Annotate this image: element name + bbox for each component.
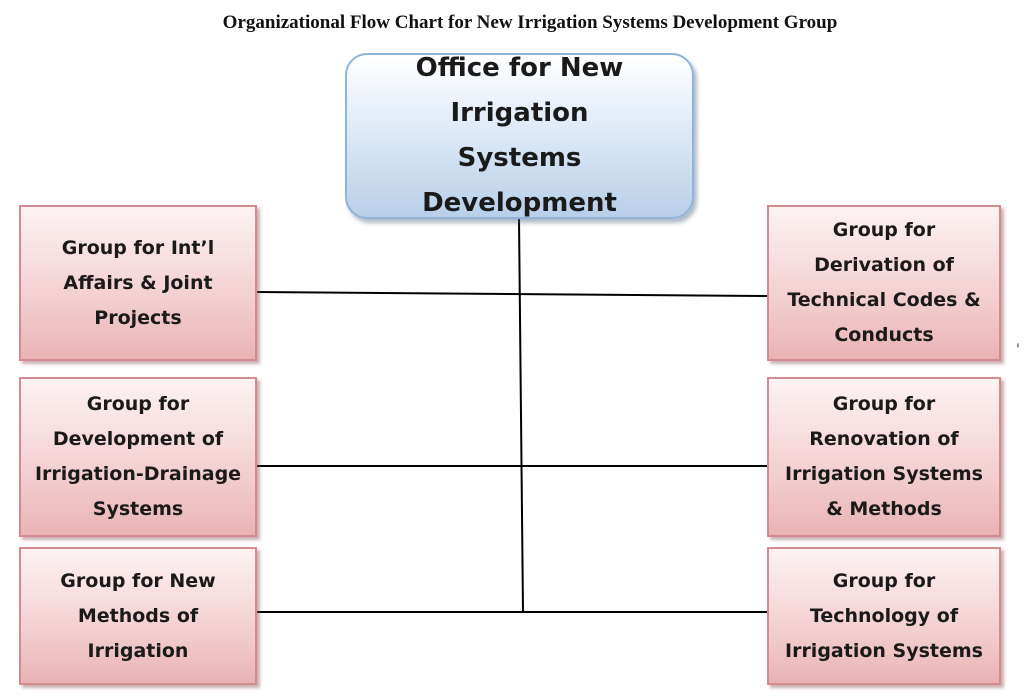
group-node-technical-codes: Group for Derivation of Technical Codes … <box>767 205 1001 361</box>
group-node-label: Group for Renovation of Irrigation Syste… <box>785 393 983 520</box>
root-node-label: Office for New Irrigation Systems Develo… <box>415 53 624 218</box>
stray-mark: ' <box>1016 342 1020 358</box>
group-node-label: Group for New Methods of Irrigation <box>60 569 216 662</box>
group-node-label: Group for Derivation of Technical Codes … <box>787 219 981 346</box>
group-node-intl-affairs: Group for Int’l Affairs & Joint Projects <box>19 205 257 361</box>
trunk-line <box>518 218 524 613</box>
group-node-new-methods: Group for New Methods of Irrigation <box>19 547 257 685</box>
group-node-renovation: Group for Renovation of Irrigation Syste… <box>767 377 1001 537</box>
group-node-label: Group for Technology of Irrigation Syste… <box>785 569 983 662</box>
group-node-irrigation-drainage: Group for Development of Irrigation-Drai… <box>19 377 257 537</box>
page-title: Organizational Flow Chart for New Irriga… <box>222 12 838 33</box>
root-node-office: Office for New Irrigation Systems Develo… <box>345 53 694 219</box>
group-node-technology: Group for Technology of Irrigation Syste… <box>767 547 1001 685</box>
group-node-label: Group for Development of Irrigation-Drai… <box>34 393 242 520</box>
connector-row-1 <box>256 291 768 297</box>
group-node-label: Group for Int’l Affairs & Joint Projects <box>61 236 215 329</box>
